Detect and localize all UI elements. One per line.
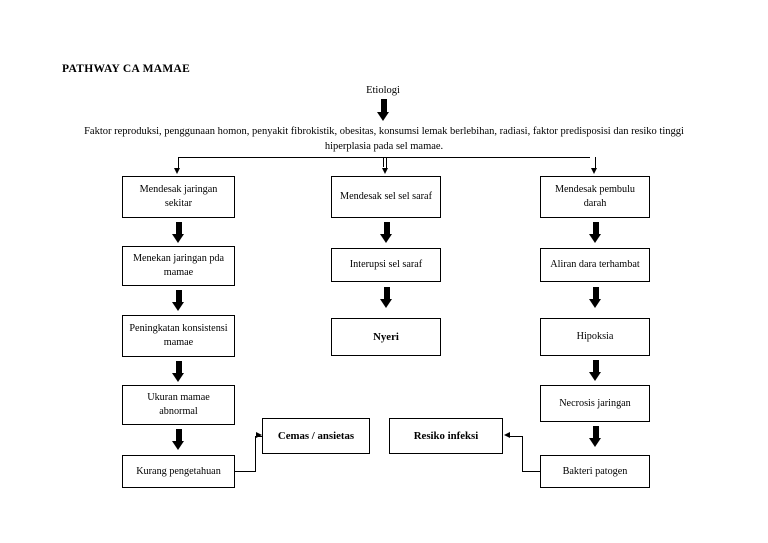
node-cemas-ansietas[interactable]: Cemas / ansietas — [262, 418, 370, 454]
node-aliran-dara-terhambat[interactable]: Aliran dara terhambat — [540, 248, 650, 282]
elbow-right-segment-v — [522, 436, 523, 472]
bus-arrowhead-center — [382, 168, 389, 174]
elbow-right-segment-h2 — [510, 436, 522, 437]
bus-drop-center — [386, 157, 387, 169]
node-necrosis-jaringan[interactable]: Necrosis jaringan — [540, 385, 650, 422]
node-ukuran-mamae-abnormal[interactable]: Ukuran mamae abnormal — [122, 385, 235, 425]
node-kurang-pengetahuan[interactable]: Kurang pengetahuan — [122, 455, 235, 488]
elbow-right-segment-h1 — [522, 471, 540, 472]
node-mendesak-pembulu-darah[interactable]: Mendesak pembulu darah — [540, 176, 650, 218]
arrow-center-1 — [380, 222, 393, 243]
arrow-right-2 — [589, 287, 602, 308]
bus-horizontal-line — [178, 157, 590, 158]
node-mendesak-jaringan-sekitar[interactable]: Mendesak jaringan sekitar — [122, 176, 235, 218]
etiologi-factors-text: Faktor reproduksi, penggunaan homon, pen… — [84, 126, 684, 152]
arrow-right-3 — [589, 360, 602, 381]
elbow-right-arrowhead — [504, 432, 510, 439]
node-nyeri[interactable]: Nyeri — [331, 318, 441, 356]
etiologi-label: Etiologi — [366, 85, 400, 96]
node-resiko-infeksi[interactable]: Resiko infeksi — [389, 418, 503, 454]
elbow-left-segment-h1 — [235, 471, 255, 472]
arrow-right-4 — [589, 426, 602, 447]
node-peningkatan-konsistensi-mamae[interactable]: Peningkatan konsistensi mamae — [122, 315, 235, 357]
bus-arrowhead-left — [174, 168, 181, 174]
bus-drop-left — [178, 157, 179, 169]
node-menekan-jaringan-pda-mamae[interactable]: Menekan jaringan pda mamae — [122, 246, 235, 286]
node-mendesak-sel-sel-saraf[interactable]: Mendesak sel sel saraf — [331, 176, 441, 218]
arrow-center-2 — [380, 287, 393, 308]
node-hipoksia[interactable]: Hipoksia — [540, 318, 650, 356]
arrow-left-1 — [172, 222, 185, 243]
elbow-left-segment-v — [255, 436, 256, 472]
arrow-etiologi-to-factors — [377, 99, 390, 121]
page-title: PATHWAY CA MAMAE — [62, 63, 191, 75]
bus-drop-right — [595, 157, 596, 169]
bus-stem-line — [383, 157, 384, 167]
node-interupsi-sel-saraf[interactable]: Interupsi sel saraf — [331, 248, 441, 282]
arrow-left-3 — [172, 361, 185, 382]
node-bakteri-patogen[interactable]: Bakteri patogen — [540, 455, 650, 488]
elbow-left-arrowhead — [256, 432, 262, 439]
arrow-left-4 — [172, 429, 185, 450]
bus-arrowhead-right — [591, 168, 598, 174]
arrow-right-1 — [589, 222, 602, 243]
arrow-left-2 — [172, 290, 185, 311]
